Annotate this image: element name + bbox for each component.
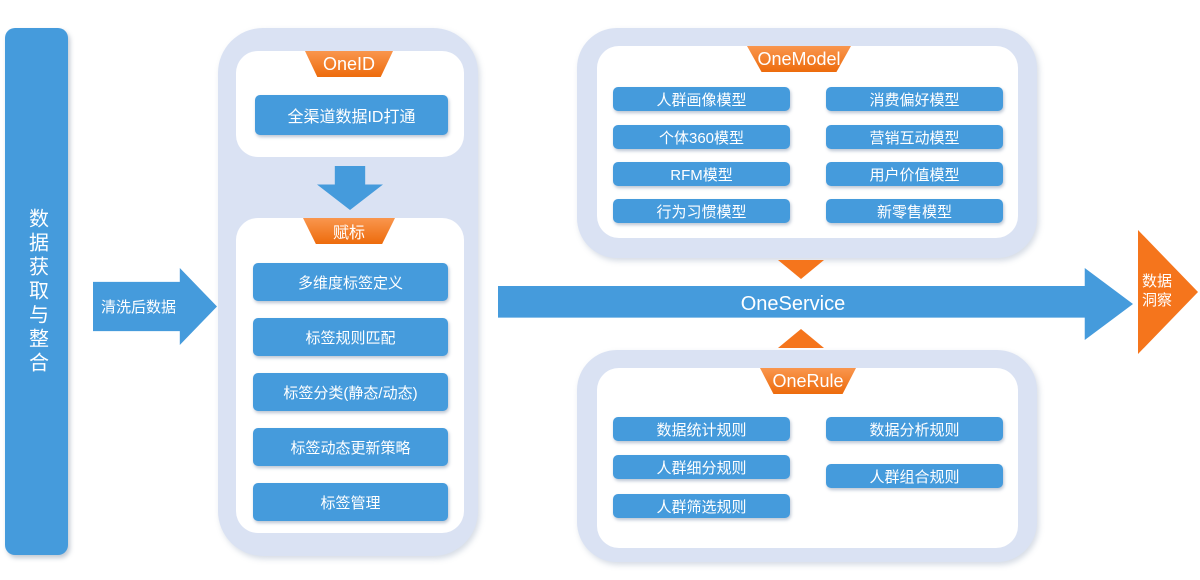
node-audience-filter-rule: 人群筛选规则 [613, 494, 790, 518]
node-audience-segmentation-rule-label: 人群细分规则 [656, 459, 747, 477]
node-audience-combination-rule-label: 人群组合规则 [869, 468, 960, 486]
node-omnichannel-id: 全渠道数据ID打通 [255, 95, 448, 135]
node-audience-filter-rule-label: 人群筛选规则 [656, 498, 747, 516]
data-acquisition-label: 数据获取与整合 [25, 207, 48, 376]
node-tag-rule-match: 标签规则匹配 [253, 318, 448, 356]
onemodel-badge-label: OneModel [757, 48, 841, 69]
node-consumption-preference-model: 消费偏好模型 [826, 87, 1003, 111]
node-tag-classification: 标签分类(静态/动态) [253, 373, 448, 411]
data-acquisition-bar: 数据获取与整合 [5, 28, 68, 555]
onemodel-badge: OneModel [747, 46, 851, 72]
node-tag-rule-match-label: 标签规则匹配 [305, 329, 396, 347]
node-new-retail-model-label: 新零售模型 [876, 203, 952, 221]
node-data-statistics-rule: 数据统计规则 [613, 417, 790, 441]
oneservice-arrow: OneService [498, 268, 1133, 340]
node-individual-360-model-label: 个体360模型 [658, 129, 745, 147]
node-tag-management: 标签管理 [253, 483, 448, 521]
data-insight-label-line2: 洞察 [1142, 292, 1173, 309]
connector-triangle-up-icon [778, 329, 824, 348]
node-rfm-model-label: RFM模型 [670, 166, 733, 184]
cleaned-data-arrow: 清洗后数据 [93, 268, 217, 345]
connector-triangle-down-icon [778, 260, 824, 279]
node-tag-management-label: 标签管理 [320, 494, 381, 512]
node-data-analysis-rule-label: 数据分析规则 [869, 421, 960, 439]
node-new-retail-model: 新零售模型 [826, 199, 1003, 223]
node-tag-definition: 多维度标签定义 [253, 263, 448, 301]
node-audience-segmentation-rule: 人群细分规则 [613, 455, 790, 479]
node-data-analysis-rule: 数据分析规则 [826, 417, 1003, 441]
data-insight-label-line1: 数据 [1142, 273, 1173, 291]
node-marketing-interaction-model: 营销互动模型 [826, 125, 1003, 149]
node-persona-model-label: 人群画像模型 [656, 91, 747, 109]
data-insight-arrow: 数据 洞察 [1138, 230, 1198, 354]
cleaned-data-label: 清洗后数据 [101, 299, 177, 316]
node-behavior-habit-model: 行为习惯模型 [613, 199, 790, 223]
node-data-statistics-rule-label: 数据统计规则 [656, 421, 747, 439]
tagging-badge-label: 赋标 [332, 225, 365, 242]
node-persona-model: 人群画像模型 [613, 87, 790, 111]
oneservice-label: OneService [740, 292, 846, 315]
node-rfm-model: RFM模型 [613, 162, 790, 186]
node-user-value-model: 用户价值模型 [826, 162, 1003, 186]
node-tag-classification-label: 标签分类(静态/动态) [283, 384, 418, 402]
node-omnichannel-id-label: 全渠道数据ID打通 [287, 109, 416, 126]
node-tag-update-strategy: 标签动态更新策略 [253, 428, 448, 466]
node-tag-update-strategy-label: 标签动态更新策略 [290, 439, 411, 457]
node-tag-definition-label: 多维度标签定义 [297, 274, 403, 292]
onerule-badge-label: OneRule [772, 370, 844, 391]
onerule-badge: OneRule [760, 368, 856, 394]
oneid-badge-label: OneID [322, 53, 376, 74]
oneid-badge: OneID [305, 51, 393, 77]
node-marketing-interaction-model-label: 营销互动模型 [869, 129, 960, 147]
tagging-badge: 赋标 [303, 218, 395, 244]
node-behavior-habit-model-label: 行为习惯模型 [656, 203, 747, 221]
node-audience-combination-rule: 人群组合规则 [826, 464, 1003, 488]
node-user-value-model-label: 用户价值模型 [869, 166, 960, 184]
node-individual-360-model: 个体360模型 [613, 125, 790, 149]
node-consumption-preference-model-label: 消费偏好模型 [869, 91, 960, 109]
